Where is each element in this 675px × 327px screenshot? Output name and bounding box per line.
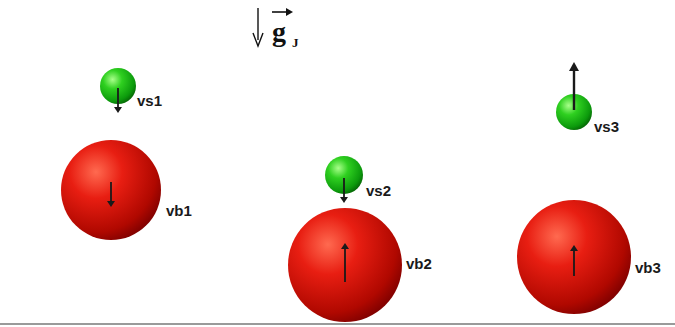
gravity-arrow: [253, 8, 263, 46]
velocity-label: vs1: [137, 93, 162, 108]
velocity-arrow: [570, 245, 578, 276]
frame-line: [0, 323, 675, 325]
big-ball: vb2: [288, 208, 402, 322]
small-ball: vs1: [100, 68, 136, 104]
velocity-arrow: [340, 178, 348, 203]
gravity-symbol: g: [272, 18, 286, 46]
small-ball: vs3: [556, 94, 592, 130]
velocity-arrow: [341, 243, 349, 282]
big-ball: vb1: [61, 140, 161, 240]
velocity-label: vb1: [166, 203, 192, 218]
ball-shape: [325, 156, 363, 194]
velocity-label: vs2: [366, 183, 391, 198]
ball-shape: [61, 140, 161, 240]
ball: [288, 208, 402, 322]
velocity-label: vb3: [635, 260, 661, 275]
velocity-arrow: [107, 182, 115, 207]
ball: [517, 200, 631, 314]
ball-shape: [288, 208, 402, 322]
subscript: J: [292, 36, 299, 49]
velocity-arrow: [114, 88, 122, 113]
velocity-label: vs3: [594, 119, 619, 134]
big-ball: vb3: [517, 200, 631, 314]
ball-shape: [517, 200, 631, 314]
velocity-label: vb2: [406, 256, 432, 271]
vector-arrow: [272, 8, 293, 16]
velocity-arrow: [569, 62, 579, 110]
ball-shape: [100, 68, 136, 104]
small-ball: vs2: [325, 156, 363, 194]
ball-shape: [556, 94, 592, 130]
ball: [61, 140, 161, 240]
